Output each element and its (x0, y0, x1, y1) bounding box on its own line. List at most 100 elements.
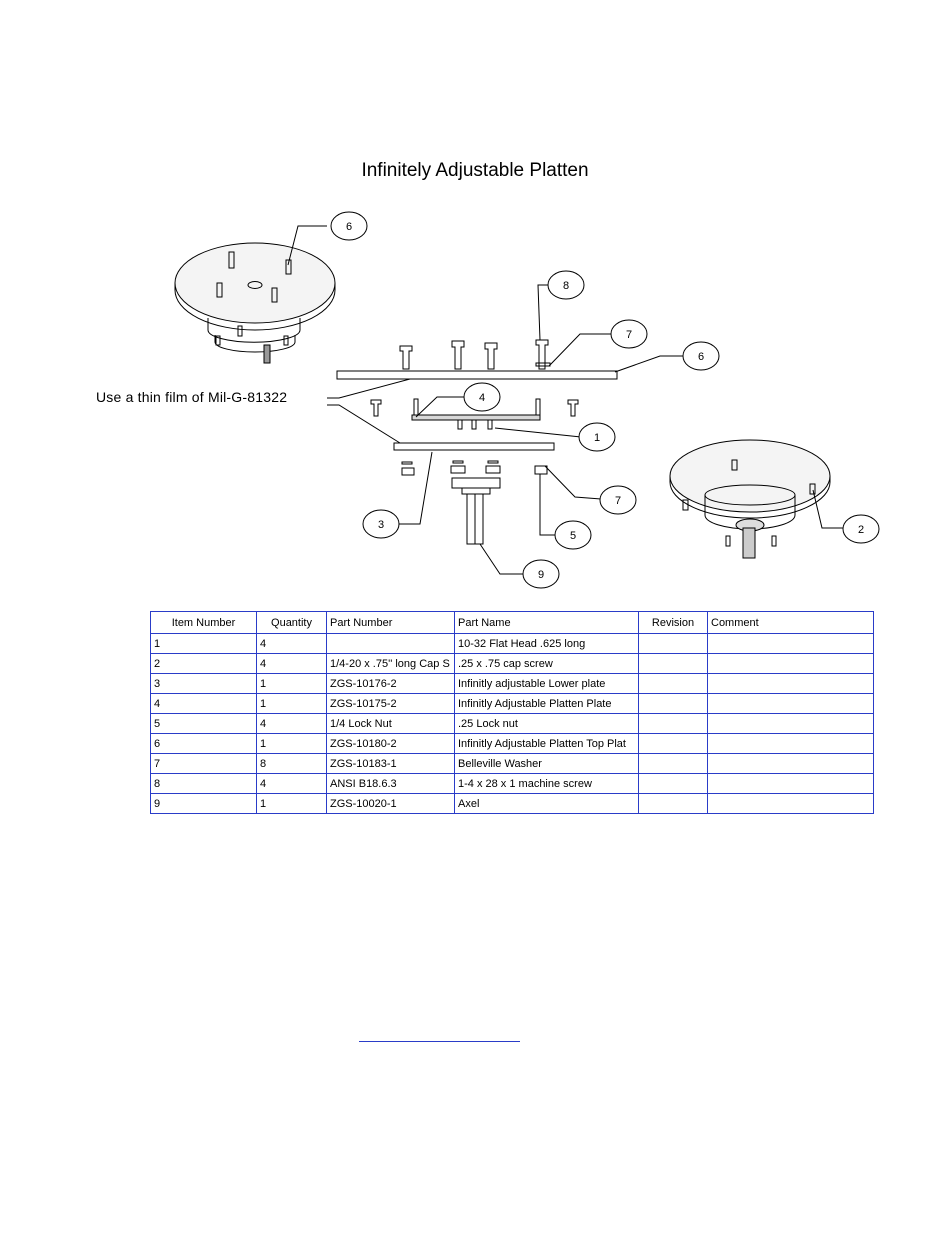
table-cell: 1 (150, 633, 257, 654)
table-cell: 10-32 Flat Head .625 long (454, 633, 639, 654)
assembled-platen-bottom-view (669, 439, 831, 559)
table-cell: Axel (454, 793, 639, 814)
table-cell: 8 (150, 773, 257, 794)
table-cell: 4 (256, 713, 327, 734)
table-cell: 3 (150, 673, 257, 694)
table-cell: 1 (256, 693, 327, 714)
table-cell (707, 773, 874, 794)
table-cell (707, 753, 874, 774)
table-cell: Infinitly Adjustable Platten Top Plat (454, 733, 639, 754)
lubrication-note: Use a thin film of Mil-G-81322 (96, 389, 288, 405)
column-header: Item Number (150, 611, 257, 634)
table-cell (638, 753, 708, 774)
column-header: Quantity (256, 611, 327, 634)
table-cell: 2 (150, 653, 257, 674)
table-cell (707, 673, 874, 694)
balloon: 5 (554, 520, 592, 550)
balloon: 1 (578, 422, 616, 452)
table-cell (638, 793, 708, 814)
hyperlink-underline[interactable] (359, 1041, 520, 1042)
column-header: Part Number (326, 611, 455, 634)
table-cell: 7 (150, 753, 257, 774)
balloon: 7 (599, 485, 637, 515)
svg-text:5: 5 (570, 530, 576, 542)
table-cell: ZGS-10175-2 (326, 693, 455, 714)
svg-text:7: 7 (626, 329, 632, 341)
balloon: 6 (682, 341, 720, 371)
svg-text:7: 7 (615, 495, 621, 507)
balloon: 6 (330, 211, 368, 241)
svg-text:6: 6 (346, 221, 352, 233)
table-cell (638, 673, 708, 694)
column-header: Part Name (454, 611, 639, 634)
table-cell: 1/4-20 x .75'' long Cap S (326, 653, 455, 674)
table-cell: 1 (256, 793, 327, 814)
balloon: 4 (463, 382, 501, 412)
table-cell: 1-4 x 28 x 1 machine screw (454, 773, 639, 794)
balloon: 7 (610, 319, 648, 349)
table-cell (638, 633, 708, 654)
parts-list-table: Item Number Quantity Part Number Part Na… (150, 611, 874, 814)
table-header-row: Item Number Quantity Part Number Part Na… (150, 611, 874, 634)
exploded-parts-stack (336, 339, 618, 545)
table-cell: ZGS-10180-2 (326, 733, 455, 754)
table-cell: Belleville Washer (454, 753, 639, 774)
table-cell: .25 Lock nut (454, 713, 639, 734)
svg-text:6: 6 (698, 351, 704, 363)
table-cell: ZGS-10176-2 (326, 673, 455, 694)
table-cell (326, 633, 455, 654)
svg-text:2: 2 (858, 524, 864, 536)
table-cell (638, 693, 708, 714)
table-cell (638, 653, 708, 674)
table-cell: 6 (150, 733, 257, 754)
svg-text:8: 8 (563, 280, 569, 292)
table-cell (638, 773, 708, 794)
table-cell: .25 x .75 cap screw (454, 653, 639, 674)
table-cell: 1 (256, 673, 327, 694)
table-cell: 4 (256, 653, 327, 674)
balloon: 9 (522, 559, 560, 589)
item-balloons: 6 8 7 6 4 1 7 3 5 9 2 (330, 211, 880, 589)
exploded-assembly-diagram: 6 8 7 6 4 1 7 3 5 9 2 (174, 211, 880, 589)
table-cell (707, 633, 874, 654)
table-cell (707, 653, 874, 674)
table-cell: 4 (150, 693, 257, 714)
svg-text:4: 4 (479, 392, 485, 404)
table-cell: 4 (256, 633, 327, 654)
table-cell (638, 733, 708, 754)
table-cell (707, 693, 874, 714)
table-cell: 1 (256, 733, 327, 754)
balloon: 2 (842, 514, 880, 544)
table-cell: 9 (150, 793, 257, 814)
table-cell (707, 713, 874, 734)
assembled-platen-top-view (174, 242, 336, 364)
svg-text:1: 1 (594, 432, 600, 444)
table-cell: ZGS-10183-1 (326, 753, 455, 774)
balloon: 3 (362, 509, 400, 539)
table-cell: 4 (256, 773, 327, 794)
column-header: Comment (707, 611, 874, 634)
table-cell (638, 713, 708, 734)
table-cell: Infinitly Adjustable Platten Plate (454, 693, 639, 714)
table-cell (707, 733, 874, 754)
leader-lines (287, 225, 845, 575)
table-cell: 1/4 Lock Nut (326, 713, 455, 734)
table-cell: 8 (256, 753, 327, 774)
table-cell: 5 (150, 713, 257, 734)
table-cell (707, 793, 874, 814)
table-cell: ANSI B18.6.3 (326, 773, 455, 794)
svg-text:9: 9 (538, 569, 544, 581)
table-cell: ZGS-10020-1 (326, 793, 455, 814)
page-title: Infinitely Adjustable Platten (361, 160, 589, 181)
balloon: 8 (547, 270, 585, 300)
svg-text:3: 3 (378, 519, 384, 531)
